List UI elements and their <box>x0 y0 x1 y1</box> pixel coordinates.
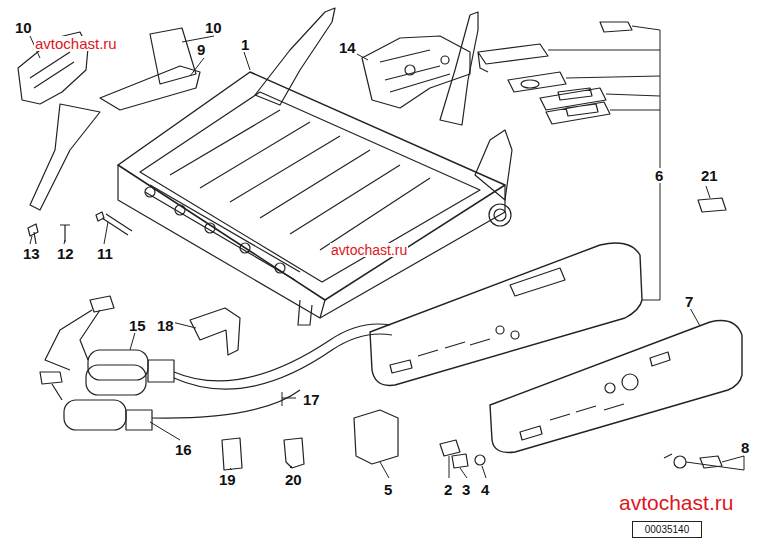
drawing-part <box>60 225 70 242</box>
drawing-part <box>362 36 470 108</box>
callout-number: 19 <box>218 472 237 487</box>
drawing-part <box>320 185 505 318</box>
drawing-part <box>298 300 312 325</box>
drawing-part <box>275 263 285 273</box>
callout-number: 5 <box>383 482 393 497</box>
drawing-part <box>126 410 152 430</box>
drawing-part <box>190 308 240 355</box>
drawing-part <box>118 165 325 318</box>
drawing-part <box>650 352 670 366</box>
drawing-part <box>175 205 185 215</box>
drawing-part <box>205 223 215 233</box>
drawing-part <box>452 454 468 468</box>
callout-number: 6 <box>654 168 664 183</box>
drawing-part <box>174 324 390 381</box>
callout-number: 21 <box>700 168 719 183</box>
drawing-part <box>40 372 62 400</box>
callout-number: 1 <box>240 37 250 52</box>
drawing-part <box>96 212 132 235</box>
watermark: avtochast.ru <box>330 243 408 257</box>
callout-number: 3 <box>461 482 471 497</box>
drawing-part <box>45 296 114 370</box>
drawing-part <box>508 72 566 92</box>
drawing-part <box>174 334 392 389</box>
drawing-part <box>520 426 542 440</box>
callout-number: 2 <box>443 482 453 497</box>
drawing-part <box>370 243 642 385</box>
drawing-part <box>152 390 300 418</box>
drawing-part <box>145 187 155 197</box>
drawing-part <box>145 185 300 280</box>
drawing-part <box>494 209 506 221</box>
callout-number: 16 <box>174 442 193 457</box>
callout-number: 9 <box>196 42 206 57</box>
drawing-part <box>600 22 632 32</box>
drawing-part <box>148 360 174 382</box>
drawing-part <box>30 26 744 478</box>
drawing-part <box>418 339 490 356</box>
drawing-part <box>478 44 548 72</box>
callout-number: 18 <box>156 318 175 333</box>
callout-number: 10 <box>204 20 223 35</box>
callout-number: 7 <box>684 294 694 309</box>
drawing-part <box>622 374 638 390</box>
drawing-part <box>255 8 335 105</box>
drawing-part <box>475 455 485 465</box>
callout-number: 8 <box>740 440 750 455</box>
drawing-part <box>441 56 449 64</box>
drawing-part <box>100 66 200 110</box>
drawing-part <box>30 52 74 88</box>
drawing-part <box>664 454 672 458</box>
drawing-part <box>489 204 511 226</box>
drawing-part <box>28 224 38 244</box>
drawing-number-box: 00035140 <box>632 521 702 538</box>
drawing-part <box>674 456 686 468</box>
callout-number: 20 <box>284 472 303 487</box>
drawing-part <box>222 438 242 470</box>
drawing-part <box>240 243 250 253</box>
callout-number: 14 <box>338 40 357 55</box>
drawing-part <box>380 50 450 92</box>
drawing-part <box>510 268 565 296</box>
callout-number: 12 <box>56 246 75 261</box>
callout-number: 13 <box>22 246 41 261</box>
drawing-number: 00035140 <box>645 524 690 535</box>
drawing-part <box>440 440 460 456</box>
drawing-part <box>390 360 412 373</box>
drawing-part <box>475 130 512 200</box>
callout-number: 17 <box>302 392 321 407</box>
callout-number: 15 <box>128 318 147 333</box>
drawing-part <box>605 383 615 393</box>
drawing-part <box>490 321 742 453</box>
watermark: avtochast.ru <box>618 492 734 513</box>
drawing-part <box>440 12 478 125</box>
drawing-part <box>354 410 398 464</box>
drawing-part <box>64 400 126 430</box>
drawing-part <box>550 404 624 420</box>
callout-number: 11 <box>96 246 114 261</box>
callout-number: 10 <box>14 20 33 35</box>
callout-number: 4 <box>480 482 490 497</box>
drawing-part <box>30 104 100 210</box>
drawing-part <box>405 65 415 75</box>
drawing-part <box>118 72 505 300</box>
drawing-part <box>698 198 726 212</box>
watermark: avtochast.ru <box>34 36 118 51</box>
drawing-part <box>284 438 304 468</box>
drawing-part <box>521 80 539 88</box>
drawing-part <box>546 102 610 124</box>
drawing-part <box>140 92 480 282</box>
drawing-part <box>511 331 519 339</box>
drawing-part <box>86 365 146 395</box>
drawing-part <box>496 326 504 334</box>
